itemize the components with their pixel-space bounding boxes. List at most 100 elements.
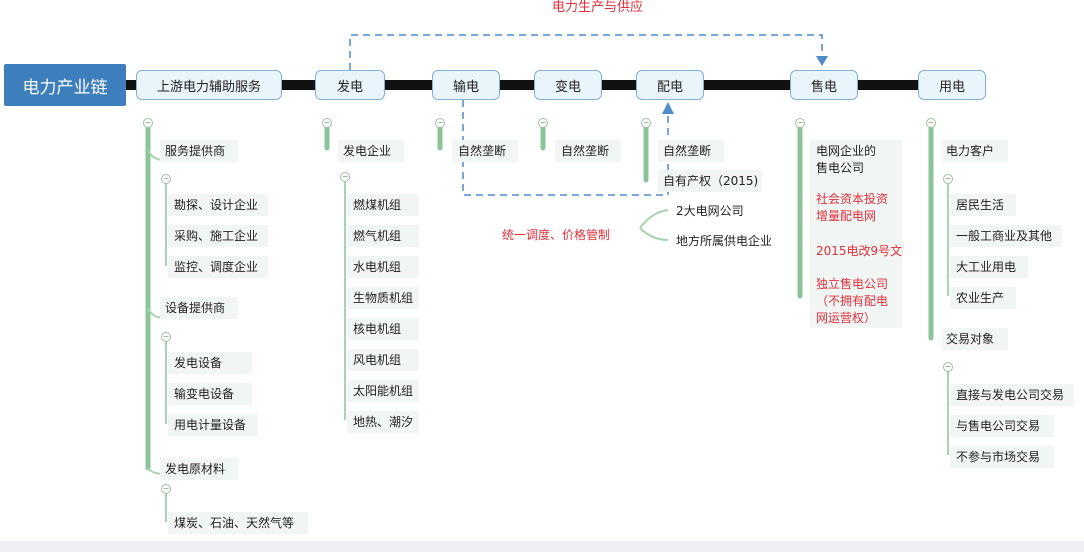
leaf-background — [160, 297, 238, 319]
collapse-toggle-icon[interactable]: − — [641, 118, 651, 128]
leaf-background — [950, 384, 1074, 406]
node-sales[interactable]: 售电 — [790, 70, 858, 100]
leaf-background — [810, 140, 902, 328]
collapse-toggle-icon[interactable]: − — [143, 118, 153, 128]
node-generation[interactable]: 发电 — [315, 70, 385, 100]
collapse-toggle-icon[interactable]: − — [161, 484, 171, 494]
node-transformation[interactable]: 变电 — [534, 70, 602, 100]
distribution-monopoly-label: 自然垄断 — [663, 144, 712, 158]
supply-dashed-line — [349, 34, 823, 70]
node-distribution[interactable]: 配电 — [636, 70, 704, 100]
customers-label: 电力客户 — [946, 144, 995, 158]
branch-stems — [145, 121, 934, 471]
leaf-background — [168, 225, 268, 247]
node-transmission[interactable]: 输电 — [432, 70, 500, 100]
leaf-background — [168, 414, 258, 436]
list-item: 太阳能机组 — [353, 384, 414, 398]
leaf-background — [160, 140, 238, 162]
dispatch-arrowhead — [662, 102, 674, 114]
equipment-providers-label: 设备提供商 — [165, 301, 226, 315]
leaf-background — [950, 225, 1062, 247]
list-item: 农业生产 — [956, 291, 1005, 305]
leaf-background — [347, 411, 419, 433]
social-capital-line2: 增量配电网 — [816, 209, 877, 223]
leaf-background — [168, 194, 268, 216]
raw-materials-label: 发电原材料 — [165, 462, 226, 476]
collapse-toggle-icon[interactable]: − — [340, 172, 350, 182]
leaf-background — [347, 256, 419, 278]
list-item: 直接与发电公司交易 — [956, 388, 1065, 402]
collapse-toggle-icon[interactable]: − — [161, 332, 171, 342]
leaf-background — [347, 380, 419, 402]
collapse-toggle-icon[interactable]: − — [943, 362, 953, 372]
control-label: 统一调度、价格管制 — [502, 228, 611, 242]
list-item: 发电设备 — [174, 356, 223, 370]
node-upstream-services[interactable]: 上游电力辅助服务 — [136, 70, 282, 100]
collapse-toggle-icon[interactable]: − — [161, 174, 171, 184]
generation-companies-label: 发电企业 — [343, 144, 392, 158]
leaf-background — [347, 194, 419, 216]
root-node[interactable]: 电力产业链 — [4, 64, 126, 106]
independent-line3: 网运营权） — [816, 311, 877, 325]
leaf-background — [950, 194, 1016, 216]
collapse-toggle-icon[interactable]: − — [322, 118, 332, 128]
list-item: 生物质机组 — [353, 291, 414, 305]
main-chain-bar — [120, 80, 928, 90]
leaf-background — [168, 256, 268, 278]
leaf-background — [160, 458, 238, 480]
list-item: 核电机组 — [353, 322, 402, 336]
list-item: 风电机组 — [353, 353, 402, 367]
list-item: 地方所属供电企业 — [676, 234, 773, 248]
list-item: 水电机组 — [353, 260, 402, 274]
transformation-monopoly-label: 自然垄断 — [561, 144, 610, 158]
leaf-background — [942, 328, 1008, 350]
bottom-strip — [0, 541, 1084, 552]
distribution-ownership-label: 自有产权（2015) — [663, 174, 759, 188]
collapse-toggle-icon[interactable]: − — [435, 118, 445, 128]
list-item: 2大电网公司 — [676, 204, 744, 218]
list-item: 不参与市场交易 — [956, 450, 1041, 464]
list-item: 燃煤机组 — [353, 198, 402, 212]
list-item: 一般工商业及其他 — [956, 229, 1053, 243]
collapse-toggle-icon[interactable]: − — [943, 174, 953, 184]
leaf-background — [658, 170, 762, 192]
leaf-background — [950, 287, 1016, 309]
social-capital-line1: 社会资本投资 — [816, 192, 889, 206]
grid-sales-line2: 售电公司 — [816, 161, 865, 175]
supply-arrowhead — [816, 56, 828, 66]
leaf-background — [942, 140, 1008, 162]
list-item: 与售电公司交易 — [956, 419, 1041, 433]
leaf-background — [168, 512, 308, 534]
list-item: 大工业用电 — [956, 260, 1017, 274]
collapse-toggle-icon[interactable]: − — [538, 118, 548, 128]
leaf-background — [168, 352, 252, 374]
list-item: 用电计量设备 — [174, 418, 247, 432]
diagram-title: 电力生产与供应 — [552, 0, 644, 15]
leaf-background — [347, 225, 419, 247]
leaf-background — [950, 415, 1054, 437]
leaf-background — [658, 140, 724, 162]
trade-label: 交易对象 — [946, 332, 995, 346]
list-item: 勘探、设计企业 — [174, 198, 259, 212]
leaf-background — [338, 140, 404, 162]
independent-line1: 独立售电公司 — [816, 277, 889, 291]
collapse-toggle-icon[interactable]: − — [926, 118, 936, 128]
list-item: 输变电设备 — [174, 387, 235, 401]
list-item: 采购、施工企业 — [174, 229, 259, 243]
collapse-toggle-icon[interactable]: − — [795, 118, 805, 128]
service-providers-label: 服务提供商 — [165, 144, 226, 158]
leaf-background — [950, 446, 1054, 468]
list-item: 地热、潮汐 — [353, 415, 414, 429]
node-consumption[interactable]: 用电 — [918, 70, 986, 100]
reform-label: 2015电改9号文 — [816, 244, 903, 258]
list-item: 煤炭、石油、天然气等 — [174, 516, 295, 530]
grid-sales-line1: 电网企业的 — [816, 144, 877, 158]
leaf-background — [555, 140, 621, 162]
leaf-background — [347, 349, 419, 371]
independent-line2: （不拥有配电 — [816, 294, 889, 308]
leaf-background — [347, 318, 419, 340]
leaf-background — [347, 287, 419, 309]
transmission-monopoly-label: 自然垄断 — [458, 144, 507, 158]
leaf-background — [950, 256, 1028, 278]
